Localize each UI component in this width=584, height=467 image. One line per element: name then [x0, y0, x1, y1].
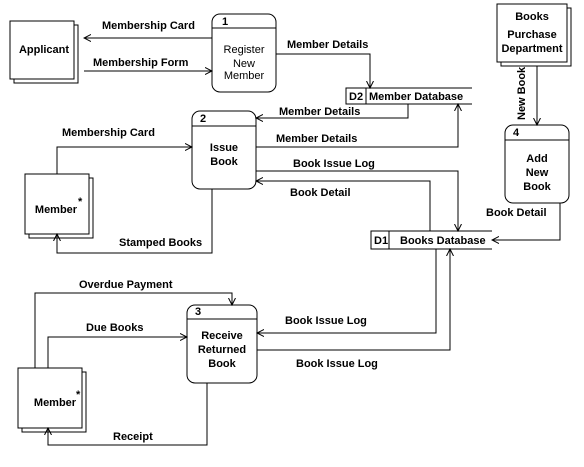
flow-label-membership-form: Membership Form: [93, 57, 189, 69]
flow-label-book-issue-log-3: Book Issue Log: [296, 358, 378, 370]
process-4-label-3: Book: [523, 181, 551, 193]
flow-label-stamped-books: Stamped Books: [119, 237, 202, 249]
flow-label-book-detail-1: Book Detail: [290, 187, 351, 199]
process-2-label-2: Book: [210, 156, 238, 168]
entity-member-bottom[interactable]: Member *: [17, 367, 87, 433]
flow-label-member-details-3: Member Details: [276, 133, 357, 145]
process-4-number: 4: [513, 127, 520, 139]
flow-label-book-issue-log-1: Book Issue Log: [293, 158, 375, 170]
entity-books-purchase-department[interactable]: Books Purchase Department: [496, 3, 572, 67]
entity-member-bottom-mark: *: [76, 389, 81, 401]
process-3-label-2: Returned: [198, 344, 246, 356]
flow-label-membership-card-1: Membership Card: [102, 20, 195, 32]
flow-label-member-details-2: Member Details: [279, 106, 360, 118]
entity-member-top[interactable]: Member *: [24, 173, 94, 239]
entity-member-top-label: Member: [35, 204, 78, 216]
process-4-label-2: New: [526, 167, 549, 179]
process-1-number: 1: [222, 16, 228, 28]
datastore-d1-books-database[interactable]: D1 Books Database: [370, 230, 492, 250]
flow-label-membership-card-2: Membership Card: [62, 127, 155, 139]
flow-label-due-books: Due Books: [86, 322, 143, 334]
datastore-d1-name: Books Database: [400, 235, 486, 247]
entity-member-top-mark: *: [78, 196, 83, 208]
entity-books-purchase-label-3: Department: [501, 43, 562, 55]
flow-label-member-details-1: Member Details: [287, 39, 368, 51]
flow-label-receipt: Receipt: [113, 431, 153, 443]
flow-label-new-book: New Book: [516, 66, 528, 120]
flow-labels: Membership Card Membership Form Member D…: [62, 20, 547, 443]
entity-applicant[interactable]: Applicant: [9, 20, 79, 84]
process-2-issue-book[interactable]: 2 Issue Book: [191, 110, 257, 190]
flow-lines: [34, 38, 561, 446]
process-3-label-1: Receive: [201, 330, 243, 342]
process-1-label-2: New: [233, 58, 255, 70]
datastore-d1-id: D1: [374, 235, 388, 247]
process-3-number: 3: [195, 306, 201, 318]
process-4-label-1: Add: [526, 153, 547, 165]
entity-applicant-label: Applicant: [19, 44, 69, 56]
process-2-label-1: Issue: [210, 142, 238, 154]
entity-member-bottom-label: Member: [34, 397, 77, 409]
process-1-register-new-member[interactable]: 1 Register New Member: [211, 13, 277, 93]
datastore-d2-id: D2: [349, 91, 363, 103]
process-4-add-new-book[interactable]: 4 Add New Book: [504, 124, 570, 204]
flow-label-overdue-payment: Overdue Payment: [79, 279, 173, 291]
process-3-label-3: Book: [208, 358, 236, 370]
datastore-d2-name: Member Database: [369, 91, 463, 103]
process-1-label-1: Register: [224, 44, 265, 56]
flow-label-book-detail-2: Book Detail: [486, 207, 547, 219]
process-2-number: 2: [200, 113, 206, 125]
process-3-receive-returned-book[interactable]: 3 Receive Returned Book: [186, 304, 258, 384]
entity-books-purchase-label-2: Purchase: [507, 29, 557, 41]
flow-label-book-issue-log-2: Book Issue Log: [285, 315, 367, 327]
datastore-d2-member-database[interactable]: D2 Member Database: [345, 87, 472, 105]
entity-books-purchase-label-1: Books: [515, 11, 549, 23]
process-1-label-3: Member: [224, 70, 265, 82]
